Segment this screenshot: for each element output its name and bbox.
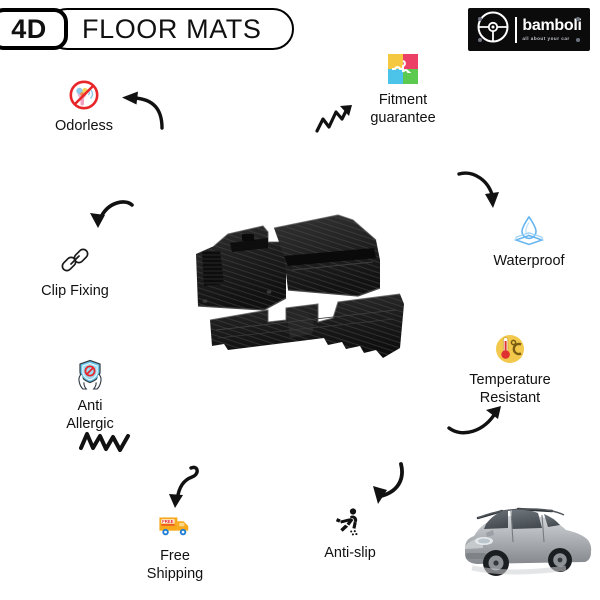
squiggle-line-icon (78, 428, 132, 461)
curved-arrow-left-icon (118, 88, 166, 137)
vehicle-photo (456, 490, 596, 594)
thermometer-icon (493, 332, 527, 366)
feature-fitment-guarantee: Fitment guarantee (338, 52, 468, 127)
logo-corner-dot (478, 38, 482, 42)
feature-label: Temperature Resistant (469, 372, 551, 407)
curved-arrow-downleft-bold-icon (355, 460, 407, 517)
feature-free-shipping: FREE Free Shipping (110, 508, 240, 583)
curved-arrow-upright-icon (446, 404, 510, 443)
delivery-truck-icon: FREE (158, 508, 192, 542)
logo-divider (515, 16, 518, 43)
page-header: 4D FLOOR MATS (0, 8, 294, 50)
feature-waterproof: Waterproof (464, 213, 594, 270)
shield-hands-icon (73, 358, 107, 392)
feature-temperature-resistant: Temperature Resistant (445, 332, 575, 407)
brand-logo: bamboli all about your car (468, 8, 590, 51)
page-title: FLOOR MATS (46, 8, 294, 50)
feature-anti-slip: Anti-slip (285, 505, 415, 562)
feature-odorless: Odorless (19, 78, 149, 135)
puzzle-icon (386, 52, 420, 86)
feature-label: Anti Allergic (66, 398, 114, 433)
feature-label: Clip Fixing (41, 283, 109, 299)
badge-4d: 4D (0, 8, 68, 50)
feature-label: Fitment guarantee (370, 92, 436, 127)
slipping-person-icon (333, 505, 367, 539)
curved-arrow-downright-icon (455, 168, 507, 221)
feature-anti-allergic: Anti Allergic (25, 358, 155, 433)
chain-link-icon (58, 243, 92, 277)
logo-corner-dot (576, 38, 580, 42)
no-odor-icon (67, 78, 101, 112)
feature-label: Anti-slip (324, 545, 376, 561)
water-drop-icon (512, 213, 546, 247)
brand-name: bamboli (522, 16, 582, 34)
feature-label: Waterproof (493, 253, 565, 269)
car-floor-mats-product-image (168, 198, 428, 393)
curved-arrow-downleft-icon (82, 199, 136, 254)
feature-label: Free Shipping (146, 548, 204, 583)
zigzag-arrow-upright-icon (314, 103, 356, 142)
svg-text:FREE: FREE (162, 519, 174, 524)
looped-arrow-down-icon (165, 462, 205, 519)
steering-wheel-icon (476, 10, 510, 49)
feature-clip-fixing: Clip Fixing (10, 243, 140, 300)
logo-corner-dot (478, 17, 482, 21)
feature-label: Odorless (54, 118, 114, 134)
logo-corner-dot (576, 17, 580, 21)
brand-text: bamboli all about your car (522, 16, 582, 42)
brand-tagline: all about your car (522, 35, 570, 41)
